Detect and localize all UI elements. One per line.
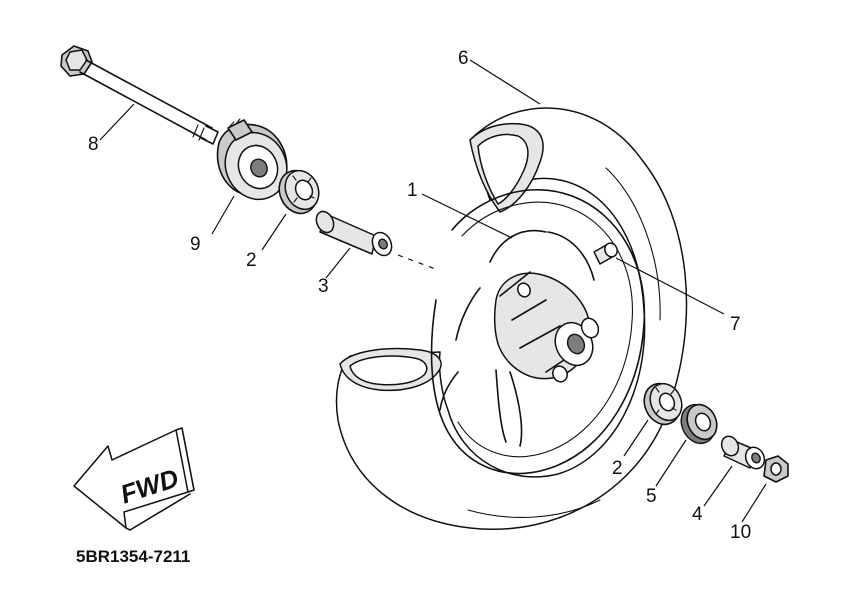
- callout-2-right: 2: [612, 458, 623, 479]
- axis-line: [397, 254, 439, 271]
- tire: [335, 107, 688, 530]
- callout-labels: 6 1 7 8 9 2 3 2 5 4 10: [88, 48, 751, 543]
- callout-5: 5: [646, 486, 657, 507]
- nut: [763, 455, 789, 483]
- bearing-left: [278, 169, 320, 215]
- spacer: [315, 210, 393, 257]
- callout-9: 8: [88, 134, 99, 155]
- callout-8: 10: [730, 522, 751, 543]
- callout-2-left: 2: [246, 250, 257, 271]
- part-code: 5BR1354-7211: [76, 547, 190, 566]
- callout-7: 7: [730, 314, 741, 335]
- forward-direction-arrow: FWD: [73, 427, 195, 531]
- callout-4: 4: [692, 504, 703, 525]
- axle-bolt: [60, 45, 219, 145]
- oil-seal: [680, 403, 718, 445]
- bearing-right: [643, 382, 683, 426]
- callout-3: 3: [318, 276, 329, 297]
- callout-6: 6: [458, 48, 469, 69]
- collar: [720, 435, 766, 470]
- meter-gear-unit: [216, 118, 288, 201]
- callout-10: 9: [190, 234, 201, 255]
- callout-1: 1: [407, 180, 418, 201]
- wheel-hub: [493, 271, 600, 383]
- wheel-rim: [430, 188, 646, 475]
- leader-lines: [99, 59, 767, 523]
- valve: [593, 242, 618, 265]
